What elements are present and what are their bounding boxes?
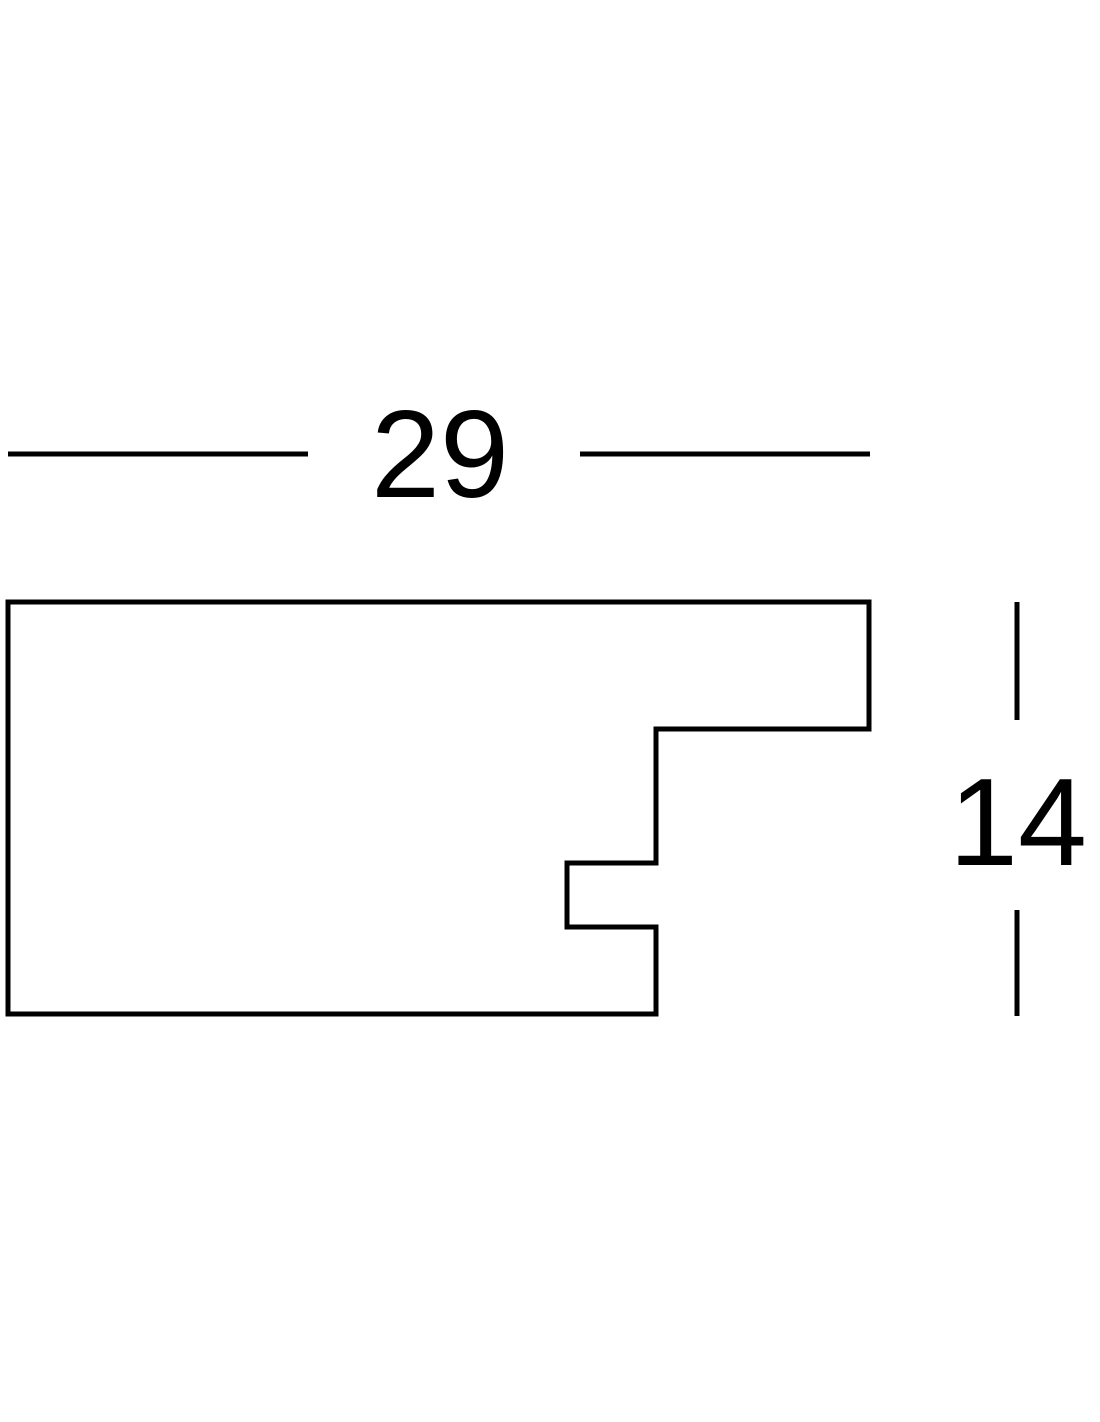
height-dimension-label: 14 <box>949 754 1087 892</box>
profile-outline <box>5 599 872 1017</box>
width-dimension-label: 29 <box>371 386 509 524</box>
